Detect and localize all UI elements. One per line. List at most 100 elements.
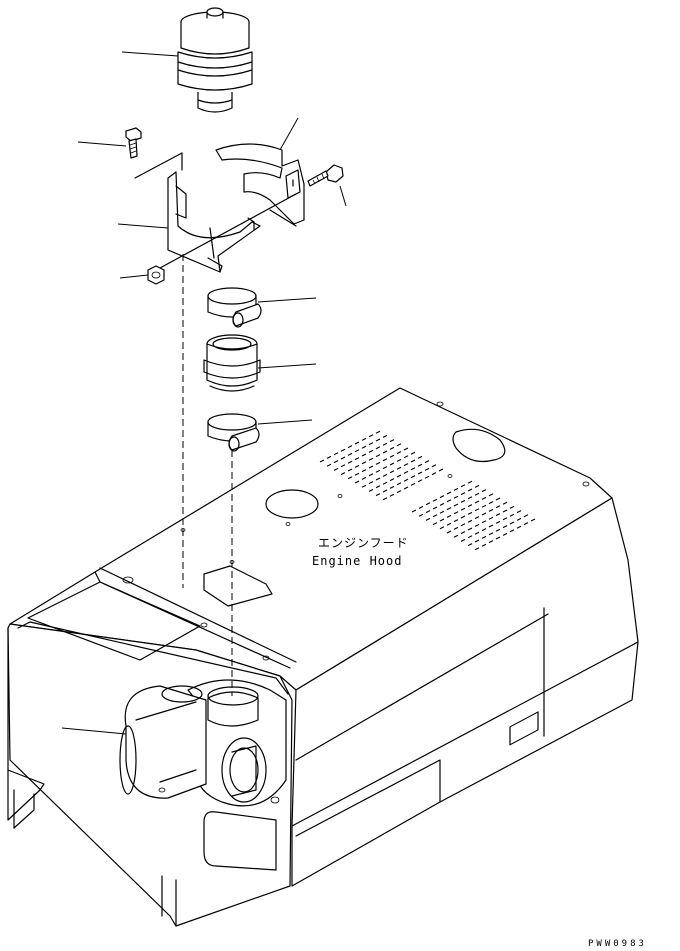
vent-slot [368, 481, 374, 485]
vent-slot [368, 473, 374, 477]
vent-slot [368, 442, 374, 446]
vent-slot [382, 481, 388, 485]
vent-slot [389, 446, 395, 450]
engine-hood [7, 387, 639, 927]
vent-slot [361, 461, 367, 465]
leader-line [257, 297, 317, 303]
vent-slot [403, 486, 409, 490]
vent-slot [460, 507, 466, 511]
vent-slot [396, 490, 402, 494]
vent-slot [410, 459, 416, 463]
vent-slot [439, 510, 445, 514]
vent-slot [474, 539, 480, 543]
vent-slot [446, 507, 452, 511]
vent-slot [453, 519, 459, 523]
vent-slot [403, 478, 409, 482]
vent-slot [439, 526, 445, 530]
vent-slot [495, 505, 501, 509]
vent-slot [354, 464, 360, 468]
vent-slot [417, 479, 423, 483]
vent-slot [474, 484, 480, 488]
vent-slot [418, 505, 424, 509]
vent-slot [396, 466, 402, 470]
vent-slot [502, 532, 508, 536]
mounting-bracket-front [134, 152, 261, 273]
vent-slot [481, 496, 487, 500]
vent-slot [523, 522, 529, 526]
vent-slot [481, 512, 487, 516]
vent-slot [375, 446, 381, 450]
vent-slot [488, 516, 494, 520]
vent-slot [460, 523, 466, 527]
vent-slot [488, 524, 494, 528]
vent-slot [354, 457, 360, 461]
vent-slot [523, 514, 529, 518]
vent-slot [347, 460, 353, 464]
vent-slot [382, 466, 388, 470]
bolt-right [307, 164, 344, 187]
vent-slot [432, 498, 438, 502]
vent-slot [375, 493, 381, 497]
vent-slot [354, 449, 360, 453]
leader-line [279, 117, 299, 151]
vent-slot [432, 522, 438, 526]
vent-slot [439, 518, 445, 522]
vent-slot [403, 455, 409, 459]
vent-slot [382, 473, 388, 477]
vent-slot [361, 484, 367, 488]
bolt-left [125, 127, 142, 159]
vent-slot [488, 508, 494, 512]
vent-slot [509, 521, 515, 525]
vent-slot [474, 492, 480, 496]
vent-slot [495, 536, 501, 540]
vent-slot [495, 528, 501, 532]
vent-slot [382, 450, 388, 454]
vent-slot [467, 488, 473, 492]
vent-slot [481, 528, 487, 532]
vent-slot [474, 523, 480, 527]
vent-slot [410, 482, 416, 486]
vent-slot [411, 509, 417, 513]
vent-slot [417, 455, 423, 459]
leader-line [121, 51, 179, 57]
vent-slot [361, 476, 367, 480]
leader-line [119, 274, 149, 279]
vent-slot [425, 517, 431, 521]
vent-slot [375, 461, 381, 465]
vent-slot [354, 472, 360, 476]
vent-slot [326, 463, 332, 467]
vent-slot [389, 470, 395, 474]
mounting-bracket-rear [215, 143, 305, 227]
hood-label-japanese: エンジンフード [318, 536, 409, 550]
vent-slot [467, 504, 473, 508]
vent-slot [424, 475, 430, 479]
vent-slot [347, 452, 353, 456]
vent-slot [453, 495, 459, 499]
leader-line [61, 727, 127, 735]
vent-slot [439, 502, 445, 506]
vent-slot [382, 497, 388, 501]
vent-slot [446, 514, 452, 518]
vent-slot [474, 547, 480, 551]
vent-slot [396, 451, 402, 455]
vent-slot [453, 487, 459, 491]
vent-slot [495, 513, 501, 517]
hose-clamp-upper [207, 287, 262, 328]
vent-slot [467, 527, 473, 531]
vent-slot [488, 532, 494, 536]
vent-slot [474, 516, 480, 520]
rubber-hose [203, 334, 261, 392]
vent-slot [446, 530, 452, 534]
vent-slot [467, 535, 473, 539]
vent-slot [432, 514, 438, 518]
leader-line [257, 363, 317, 369]
vent-slot [389, 493, 395, 497]
vent-slot [460, 515, 466, 519]
vent-slot [368, 465, 374, 469]
vent-slot [460, 531, 466, 535]
vent-slot [418, 513, 424, 517]
vent-slot [481, 520, 487, 524]
vent-slot [431, 472, 437, 476]
vent-slot [460, 538, 466, 542]
vent-slot [361, 469, 367, 473]
